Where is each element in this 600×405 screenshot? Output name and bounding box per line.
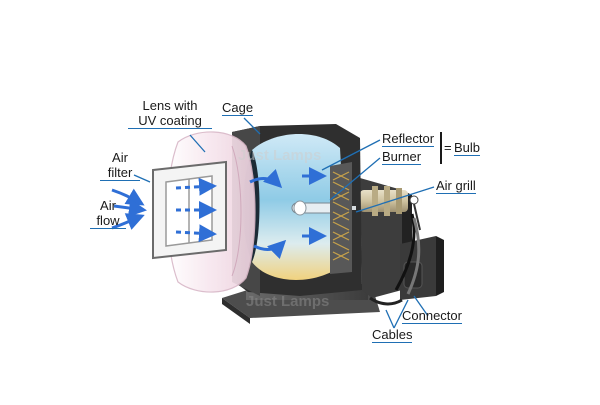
label-air-filter-line2: filter (100, 165, 140, 181)
cables (369, 213, 421, 306)
label-equals: = (444, 140, 452, 155)
label-connector: Connector (402, 308, 462, 324)
label-air-flow-line1: Air (100, 198, 116, 213)
bulb-bracket (440, 132, 442, 164)
label-air-filter: Air filter (100, 150, 140, 181)
label-air-flow-line2: flow (90, 213, 126, 229)
label-reflector: Reflector (382, 131, 435, 147)
air-flow-arrows (111, 167, 327, 259)
air-grill (330, 162, 352, 274)
watermark: Just Lamps (246, 293, 329, 310)
label-air-flow: Air flow (90, 198, 126, 229)
label-air-filter-line1: Air (112, 150, 128, 165)
watermark-top: Just Lamps (238, 147, 321, 164)
label-lens: Lens with UV coating (128, 98, 212, 129)
label-burner: Burner (382, 149, 422, 165)
label-lens-line1: Lens with (142, 98, 198, 113)
label-cage: Cage (222, 100, 254, 116)
leader-lines (133, 117, 435, 329)
label-lens-line2: UV coating (128, 113, 212, 129)
label-bulb: Bulb (454, 140, 481, 156)
label-cables: Cables (372, 327, 413, 343)
label-air-grill: Air grill (436, 178, 476, 194)
